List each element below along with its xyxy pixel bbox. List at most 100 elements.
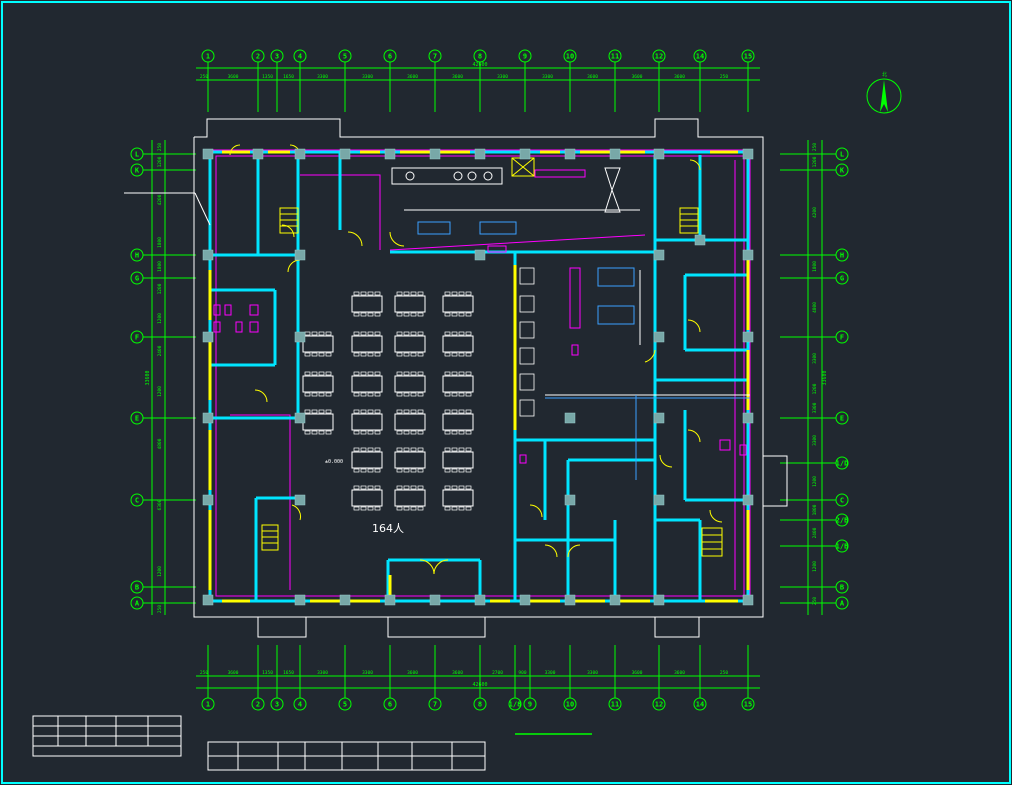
- column: [339, 594, 351, 606]
- chair: [325, 352, 332, 357]
- chair: [374, 312, 381, 317]
- dim-value-bottom: 2700: [492, 670, 503, 676]
- dining-table: [351, 413, 383, 431]
- dim-value-top: 3600: [228, 74, 239, 80]
- dim-value-bottom: 3600: [632, 670, 643, 676]
- chair: [403, 352, 410, 357]
- chair: [311, 430, 318, 435]
- grid-bubble-bottom-label: 3: [275, 701, 279, 709]
- chair: [360, 371, 367, 376]
- dim-value-top: 3600: [452, 74, 463, 80]
- dining-table: [351, 335, 383, 353]
- column: [252, 148, 264, 160]
- chair: [458, 468, 465, 473]
- chair: [396, 409, 403, 414]
- washroom-fixtures: [213, 304, 747, 464]
- schedule-table: [207, 741, 486, 771]
- chair: [465, 506, 472, 511]
- chair: [458, 506, 465, 511]
- chair: [451, 352, 458, 357]
- grid-bubble-left-label: L: [135, 151, 139, 159]
- dim-value-bottom: 3300: [317, 670, 328, 676]
- chair: [465, 485, 472, 490]
- chair: [444, 392, 451, 397]
- chair: [353, 291, 360, 296]
- grid-bubble-top-label: 8: [478, 53, 482, 61]
- chair: [410, 371, 417, 376]
- chair: [451, 506, 458, 511]
- dim-value-right: 1200: [812, 383, 818, 394]
- chair: [458, 312, 465, 317]
- column: [429, 148, 441, 160]
- dim-value-right: 1800: [812, 504, 818, 515]
- chair: [318, 430, 325, 435]
- column: [653, 249, 665, 261]
- column: [742, 412, 754, 424]
- chair: [367, 468, 374, 473]
- grid-bubble-right-label: H: [840, 252, 844, 260]
- dim-value-bottom: 3300: [587, 670, 598, 676]
- grid-bubble-left-label: E: [135, 415, 139, 423]
- chair: [311, 331, 318, 336]
- chair: [367, 485, 374, 490]
- chair: [458, 409, 465, 414]
- dining-tables: [302, 291, 474, 511]
- chair: [353, 447, 360, 452]
- dining-table: [442, 375, 474, 393]
- storage-shelf: [519, 321, 535, 339]
- grid-bubble-right-label: 2/B: [836, 517, 849, 525]
- chair: [458, 352, 465, 357]
- chair: [444, 447, 451, 452]
- chair: [451, 291, 458, 296]
- column: [519, 594, 531, 606]
- chair: [396, 430, 403, 435]
- chair: [396, 331, 403, 336]
- dining-table: [351, 295, 383, 313]
- dim-value-top: 1650: [283, 74, 294, 80]
- chair: [318, 371, 325, 376]
- dim-value-top: 3300: [317, 74, 328, 80]
- chair: [360, 485, 367, 490]
- dim-value-left: 6300: [157, 499, 163, 510]
- chair: [325, 371, 332, 376]
- chair: [360, 409, 367, 414]
- dim-value-bottom: 250: [720, 670, 728, 676]
- dim-value-right: 1200: [812, 561, 818, 572]
- column: [564, 148, 576, 160]
- chair: [444, 430, 451, 435]
- dim-value-left: 1200: [157, 283, 163, 294]
- dim-value-right: 3300: [812, 435, 818, 446]
- chair: [374, 447, 381, 452]
- column: [294, 249, 306, 261]
- grid-bubble-bottom-label: 14: [696, 701, 704, 709]
- grid-bubble-right-label: A: [840, 600, 845, 608]
- dim-value-bottom: 3300: [362, 670, 373, 676]
- dim-total-left: 33600: [145, 370, 151, 385]
- chair: [465, 430, 472, 435]
- dining-table: [442, 413, 474, 431]
- walls: [208, 150, 750, 603]
- dim-value-bottom: 3600: [407, 670, 418, 676]
- dim-total-top: 42600: [472, 62, 487, 68]
- column: [474, 594, 486, 606]
- dim-value-right: 1200: [812, 156, 818, 167]
- chair: [451, 485, 458, 490]
- dim-value-left: 1200: [157, 156, 163, 167]
- chair: [417, 352, 424, 357]
- chair: [367, 331, 374, 336]
- dining-table: [394, 451, 426, 469]
- wall-hatching: [209, 149, 751, 603]
- column: [202, 594, 214, 606]
- grid-bubble-bottom-label: 5: [343, 701, 347, 709]
- grid-bubble-top-label: 2: [256, 53, 260, 61]
- chair: [374, 331, 381, 336]
- chair: [417, 312, 424, 317]
- dim-value-top: 3300: [497, 74, 508, 80]
- chair: [417, 447, 424, 452]
- column: [653, 148, 665, 160]
- building-outline: [193, 118, 788, 638]
- chair: [403, 430, 410, 435]
- chair: [458, 430, 465, 435]
- chair: [374, 468, 381, 473]
